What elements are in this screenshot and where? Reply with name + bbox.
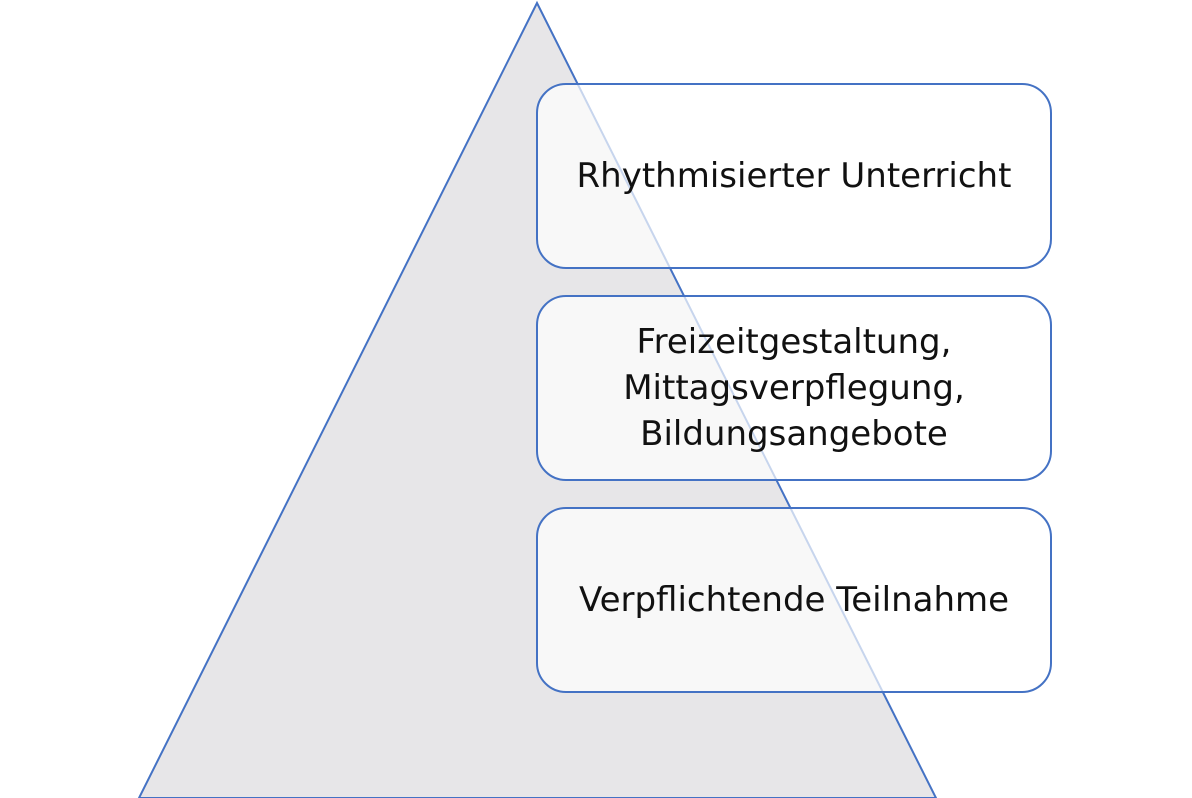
level-box-middle: Freizeitgestaltung, Mittagsverpflegung, … bbox=[536, 295, 1052, 481]
level-label-top: Rhythmisierter Unterricht bbox=[576, 155, 1012, 196]
level-label-middle: Freizeitgestaltung, Mittagsverpflegung, … bbox=[623, 321, 965, 455]
level-box-top: Rhythmisierter Unterricht bbox=[536, 83, 1052, 269]
level-box-bottom: Verpflichtende Teilnahme bbox=[536, 507, 1052, 693]
level-label-bottom: Verpflichtende Teilnahme bbox=[578, 579, 1010, 620]
